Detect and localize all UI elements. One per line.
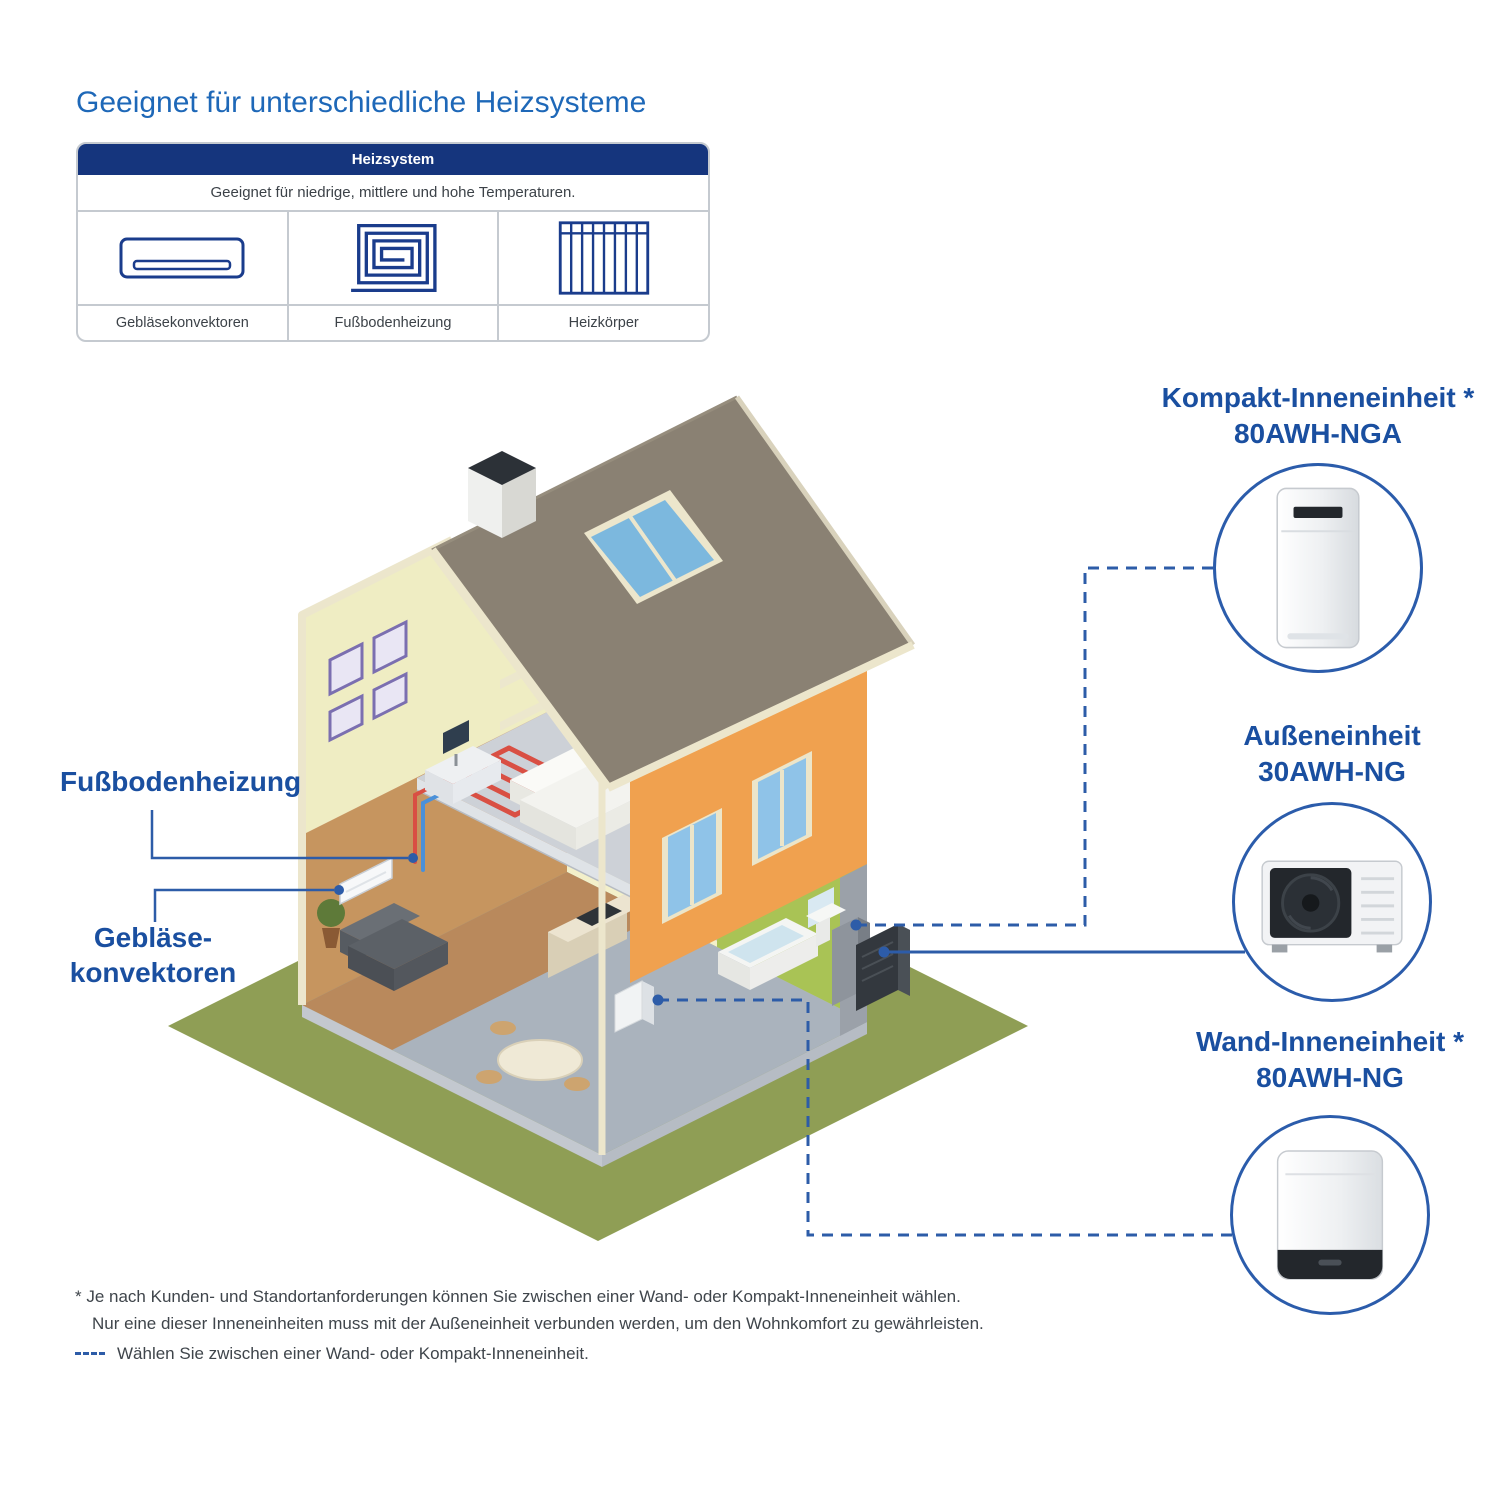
window [662,808,722,924]
outdoor-unit-title: Außeneinheit 30AWH-NG [1122,718,1500,791]
wall-unit-circle [1230,1115,1430,1315]
wall-indoor-unit-location [614,980,654,1033]
plant-pot [322,928,340,948]
footnote-line2: Nur eine dieser Inneneinheiten muss mit … [92,1313,984,1333]
footnote-legend-text: Wählen Sie zwischen einer Wand- oder Kom… [117,1343,589,1363]
sink [806,903,846,923]
footnotes: * Je nach Kunden- und Standortanforderun… [75,1284,984,1368]
outdoor-unit-model: 30AWH-NG [1258,756,1406,788]
callout-floor-heating: Fußbodenheizung [60,766,302,797]
table-subheader: Geeignet für niedrige, mittlere und hohe… [78,175,708,212]
compact-unit-model: 80AWH-NGA [1233,418,1402,450]
bathroom [718,903,846,990]
compact-unit-circle [1213,463,1423,673]
house-illustration [168,395,1028,1241]
picture-frames [328,619,408,743]
table-cell-fan-coil [78,212,289,304]
table-icon-row [78,212,708,304]
chair [564,1077,590,1091]
outdoor-unit [856,924,910,1011]
footnote-legend: Wählen Sie zwischen einer Wand- oder Kom… [75,1341,984,1368]
wall-unit-name: Wand-Inneneinheit * [1195,1026,1465,1057]
table-cell-radiator [499,212,708,304]
chimney [468,451,536,538]
chair [476,1070,502,1084]
fan-coil-unit [339,856,393,906]
kitchen [476,893,647,1091]
base-slab-right [602,1022,867,1167]
table-label-floor-heating: Fußbodenheizung [288,304,500,340]
skylight [584,490,723,604]
cut-edge [298,536,454,1005]
fan-coil-icon [119,237,245,279]
compact-unit-title: Kompakt-Inneneinheit * 80AWH-NGA [1108,380,1500,453]
footnote-line1: * Je nach Kunden- und Standortanforderun… [75,1287,961,1306]
table-label-row: Gebläsekonvektoren Fußbodenheizung Heizk… [78,304,708,340]
floor-heating-icon [351,223,437,293]
fan-convector-callout-line [153,888,334,922]
wall-unit-dashed-line [658,998,1232,1237]
chair [490,1021,516,1035]
outdoor-unit-name: Außeneinheit [1243,720,1421,751]
desk [425,720,501,804]
connector-lines [150,566,1245,1237]
monitor [443,720,469,754]
radiator-icon [558,221,649,295]
callout-fan-convectors-line1: Gebläse- [93,922,213,953]
outdoor-unit-circle [1232,802,1432,1002]
window [752,751,812,866]
outdoor-unit-image [1261,860,1403,953]
table-header: Heizsystem [78,144,708,175]
floor-heating-callout-line [150,810,408,860]
plant [317,899,345,927]
table-cell-floor-heating [289,212,500,304]
dashed-line-icon [75,1351,105,1355]
base-slab-left [302,1005,602,1167]
wood-floor [302,872,657,1050]
compact-unit-dashed-line [856,566,1213,927]
wall-unit-title: Wand-Inneneinheit * 80AWH-NG [1120,1024,1500,1097]
roof [428,395,916,792]
living-room [317,899,448,991]
page-title: Geeignet für unterschiedliche Heizsystem… [76,86,647,119]
table-label-fan-coil: Gebläsekonvektoren [78,304,289,340]
dining-table [497,1039,583,1081]
compact-unit-name: Kompakt-Inneneinheit * [1161,382,1475,413]
callout-fan-convectors-line2: konvektoren [69,957,237,988]
table-label-radiator: Heizkörper [499,304,708,340]
wall-unit-model: 80AWH-NG [1256,1062,1404,1094]
wall-indoor-unit-image [1276,1150,1384,1280]
compact-indoor-unit-image [1276,487,1360,649]
heating-systems-table: Heizsystem Geeignet für niedrige, mittle… [76,142,710,342]
callout-fan-convectors: Gebläse- konvektoren [38,920,268,990]
